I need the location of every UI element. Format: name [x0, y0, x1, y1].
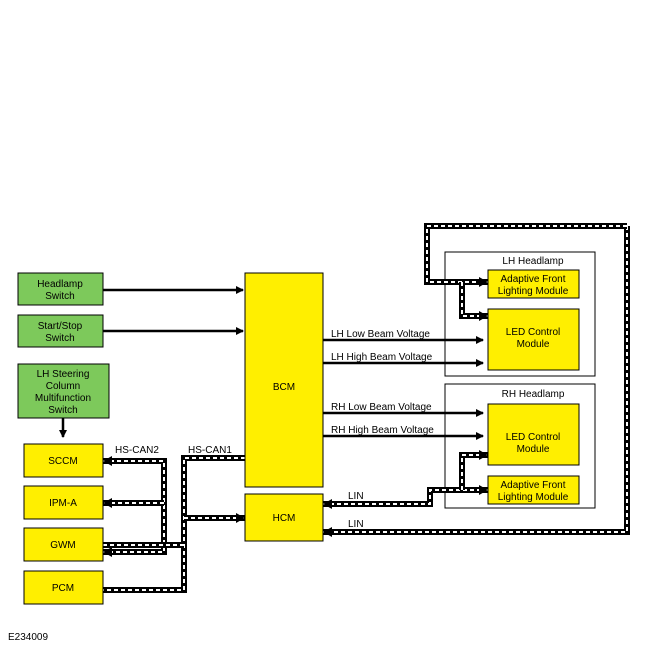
rh-led-control-module: LED Control Module [487, 403, 580, 466]
lin-upper-label: LIN [348, 491, 364, 502]
lin-lower-network [323, 223, 630, 537]
svg-text:Module: Module [517, 339, 550, 350]
svg-text:LED Control: LED Control [506, 432, 560, 443]
hs-can2-network [103, 456, 167, 557]
svg-text:Lighting Module: Lighting Module [498, 286, 569, 297]
lh-high-beam-label: LH High Beam Voltage [331, 352, 433, 363]
lh-headlamp-title: LH Headlamp [502, 256, 564, 267]
svg-text:PCM: PCM [52, 583, 74, 594]
hs-can2-label: HS-CAN2 [115, 445, 159, 456]
lin-upper-network [323, 450, 488, 509]
lh-afl-module: Adaptive Front Lighting Module [487, 269, 580, 299]
rh-low-beam-label: RH Low Beam Voltage [331, 402, 432, 413]
lh-steering-column-switch: LH Steering Column Multifunction Switch [17, 363, 110, 419]
pcm-module: PCM [23, 570, 104, 605]
ipm-a-module: IPM-A [23, 485, 104, 520]
svg-text:Headlamp: Headlamp [37, 279, 83, 290]
svg-text:IPM-A: IPM-A [49, 498, 77, 509]
hs-can1-network [103, 455, 245, 593]
sccm-module: SCCM [23, 443, 104, 478]
rh-headlamp-housing [444, 383, 596, 509]
svg-text:Column: Column [46, 381, 80, 392]
hs-can1-label: HS-CAN1 [188, 445, 232, 456]
svg-text:Lighting Module: Lighting Module [498, 492, 569, 503]
lin-lower-label: LIN [348, 519, 364, 530]
lh-low-beam-label: LH Low Beam Voltage [331, 329, 430, 340]
svg-text:Switch: Switch [48, 405, 77, 416]
bcm-module: BCM [244, 272, 324, 488]
headlamp-switch: Headlamp Switch [17, 272, 104, 306]
svg-text:Start/Stop: Start/Stop [38, 321, 83, 332]
svg-text:LED Control: LED Control [506, 327, 560, 338]
rh-afl-module: Adaptive Front Lighting Module [487, 475, 580, 505]
svg-text:HCM: HCM [273, 513, 296, 524]
reference-id: E234009 [8, 632, 48, 643]
svg-text:BCM: BCM [273, 382, 295, 393]
svg-text:Module: Module [517, 444, 550, 455]
svg-text:LH Steering: LH Steering [37, 369, 90, 380]
gwm-module: GWM [23, 527, 104, 562]
svg-text:Switch: Switch [45, 291, 74, 302]
svg-text:SCCM: SCCM [48, 456, 77, 467]
rh-high-beam-label: RH High Beam Voltage [331, 425, 434, 436]
svg-text:Switch: Switch [45, 333, 74, 344]
svg-text:Adaptive Front: Adaptive Front [500, 480, 565, 491]
rh-headlamp-title: RH Headlamp [502, 389, 565, 400]
lh-headlamp-housing [444, 251, 596, 377]
svg-text:Adaptive Front: Adaptive Front [500, 274, 565, 285]
svg-text:GWM: GWM [50, 540, 76, 551]
hcm-module: HCM [244, 493, 324, 542]
lh-led-control-module: LED Control Module [487, 308, 580, 371]
start-stop-switch: Start/Stop Switch [17, 314, 104, 348]
svg-text:Multifunction: Multifunction [35, 393, 91, 404]
